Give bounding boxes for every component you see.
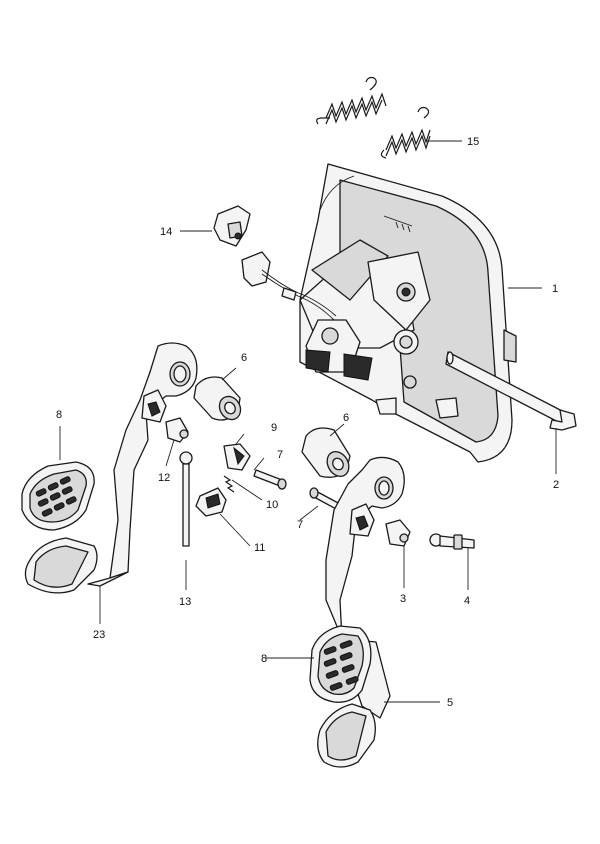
pedal-rubber-pad-left: [21, 461, 95, 531]
callout-15: 15: [467, 136, 479, 148]
callout-7-upper: 7: [277, 449, 283, 461]
position-sensor-cable: [241, 251, 337, 321]
callout-23: 23: [93, 629, 105, 641]
sensor-clip: [213, 205, 251, 247]
callout-10: 10: [266, 499, 278, 511]
callout-2: 2: [553, 479, 559, 491]
clutch-pedal-pad: [24, 537, 98, 594]
callout-13: 13: [179, 596, 191, 608]
callout-5: 5: [447, 697, 453, 709]
stop-light-switch-3: [385, 519, 411, 547]
push-rod-13: [179, 451, 193, 547]
clevis-11: [195, 487, 227, 517]
callout-8-right: 8: [261, 653, 267, 665]
brake-pedal-pad: [317, 703, 376, 768]
callout-3: 3: [400, 593, 406, 605]
callout-4: 4: [464, 595, 470, 607]
callout-1: 1: [552, 283, 558, 295]
callout-6-upper: 6: [241, 352, 247, 364]
callout-14: 14: [160, 226, 172, 238]
pedal-box-bracket: [299, 163, 517, 463]
clip-9: [223, 443, 251, 471]
brake-pedal-rubber-pad: [309, 625, 372, 703]
pin-4: [429, 533, 475, 550]
callout-12: 12: [158, 472, 170, 484]
pivot-shaft: [445, 351, 577, 431]
leader-lines: [59, 140, 557, 703]
callout-9: 9: [271, 422, 277, 434]
callout-8-left: 8: [56, 409, 62, 421]
callout-6-lower: 6: [343, 412, 349, 424]
return-spring-lower: [380, 106, 431, 159]
callout-11: 11: [254, 542, 265, 554]
callout-7-lower: 7: [297, 519, 303, 531]
bushing-upper: [193, 376, 242, 421]
bushing-lower: [301, 427, 351, 478]
return-spring-upper: [316, 76, 387, 125]
pivot-bolt-7-upper: [253, 469, 287, 490]
spring-washer-10: [223, 475, 235, 493]
clutch-pedal-arm: [87, 342, 198, 587]
ball-socket-12: [165, 417, 189, 443]
